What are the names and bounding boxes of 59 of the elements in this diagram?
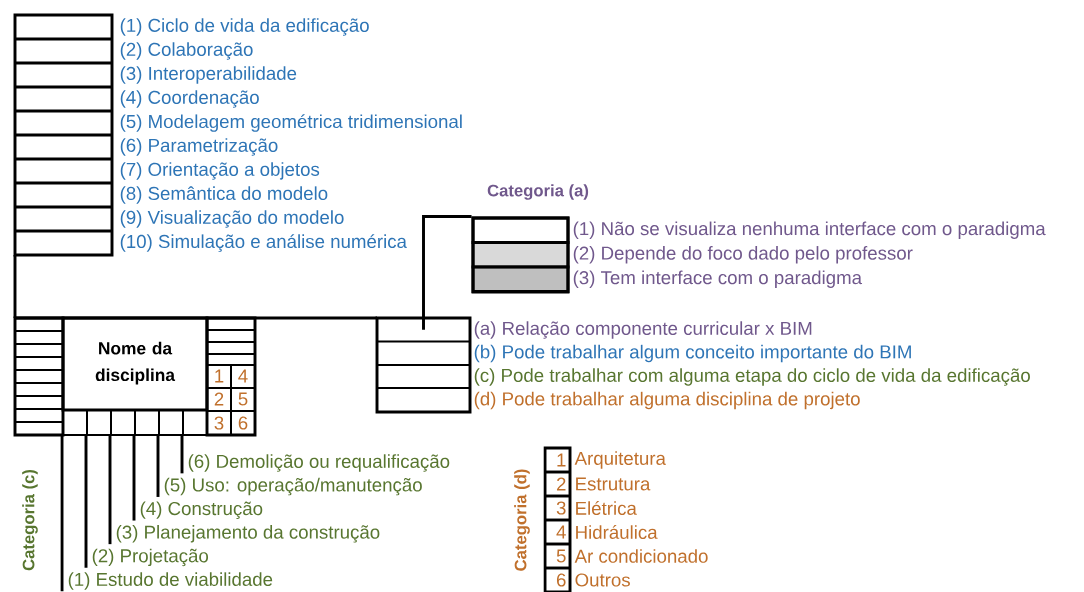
list-item: (7) Orientação a objetos: [120, 162, 320, 180]
key-number: 2: [556, 477, 566, 491]
key-number: 4: [556, 525, 566, 539]
cell: [182, 409, 208, 436]
list-item: (b) Pode trabalhar algum conceito importante do BIM: [474, 344, 911, 363]
cell-number: 6: [238, 416, 248, 430]
cell-number: 2: [214, 392, 224, 406]
category-heading: Categoria (a): [487, 184, 589, 200]
cell-number: 5: [238, 392, 248, 406]
list-item: (10) Simulação e análise numérica: [120, 234, 407, 252]
list-item: Ar condicionado: [574, 549, 708, 563]
leader-line: [108, 436, 112, 545]
leader-label: (5) Uso: operação/manutenção: [164, 477, 422, 496]
list-item: (9) Visualização do modelo: [120, 210, 344, 228]
category-heading: Categoria (c): [22, 469, 38, 571]
key-number: 5: [556, 549, 566, 563]
connector-line: [422, 215, 472, 330]
list-item: (4) Coordenação: [120, 90, 259, 108]
cell-number: 3: [214, 416, 224, 430]
list-item: (5) Modelagem geométrica tridimensional: [120, 114, 462, 132]
leader-label: (6) Demolição ou requalificação: [188, 454, 450, 472]
name-box: Nome da disciplina: [61, 316, 209, 412]
list-item: Hidráulica: [576, 525, 658, 539]
cell: [86, 409, 112, 436]
row-cell: [376, 316, 471, 343]
leader-label: (1) Estudo de viabilidade: [68, 572, 273, 590]
key-number: 1: [557, 453, 566, 467]
list-item: (3) Interoperabilidade: [120, 66, 297, 84]
legend-label: (3) Tem interface com o paradigma: [573, 270, 863, 288]
list-item: (6) Parametrização: [120, 138, 278, 156]
leader-label: (3) Planejamento da construção: [116, 525, 380, 543]
list-item: Outros: [575, 573, 630, 587]
list-item: (a) Relação componente curricular x BIM: [474, 321, 812, 339]
list-item: (d) Pode trabalhar alguma disciplina de projeto: [474, 391, 860, 410]
cell-number: 4: [238, 369, 248, 383]
list-item: (8) Semântica do modelo: [120, 186, 328, 204]
leader-line: [84, 436, 88, 568]
cell: [158, 409, 184, 436]
leader-label: (4) Construção: [140, 501, 263, 519]
list-item: Estrutura: [576, 477, 651, 491]
cell: [62, 409, 88, 436]
leader-label: (2) Projetação: [92, 548, 209, 567]
legend-label: (1) Não se visualiza nenhuma interface com o paradigma: [573, 221, 1046, 239]
key-number: 3: [556, 501, 566, 515]
legend-label: (2) Depende do foco dado pelo professor: [573, 246, 913, 264]
list-item: Arquitetura: [574, 451, 666, 469]
leader-line: [180, 436, 184, 474]
list-item: (1) Ciclo de vida da edificação: [120, 18, 369, 36]
key-number: 6: [556, 573, 566, 587]
leader-line: [60, 436, 64, 592]
cell: [110, 409, 136, 436]
cell: [134, 409, 160, 436]
list-item: Elétrica: [576, 501, 637, 515]
leader-line: [156, 436, 160, 497]
cell-number: 1: [215, 369, 224, 383]
category-heading: Categoria (d): [514, 469, 530, 571]
list-item: (c) Pode trabalhar com alguma etapa do ciclo de vida da edificação: [474, 368, 1030, 386]
leader-line: [132, 436, 136, 521]
list-item: (2) Colaboração: [120, 42, 253, 60]
